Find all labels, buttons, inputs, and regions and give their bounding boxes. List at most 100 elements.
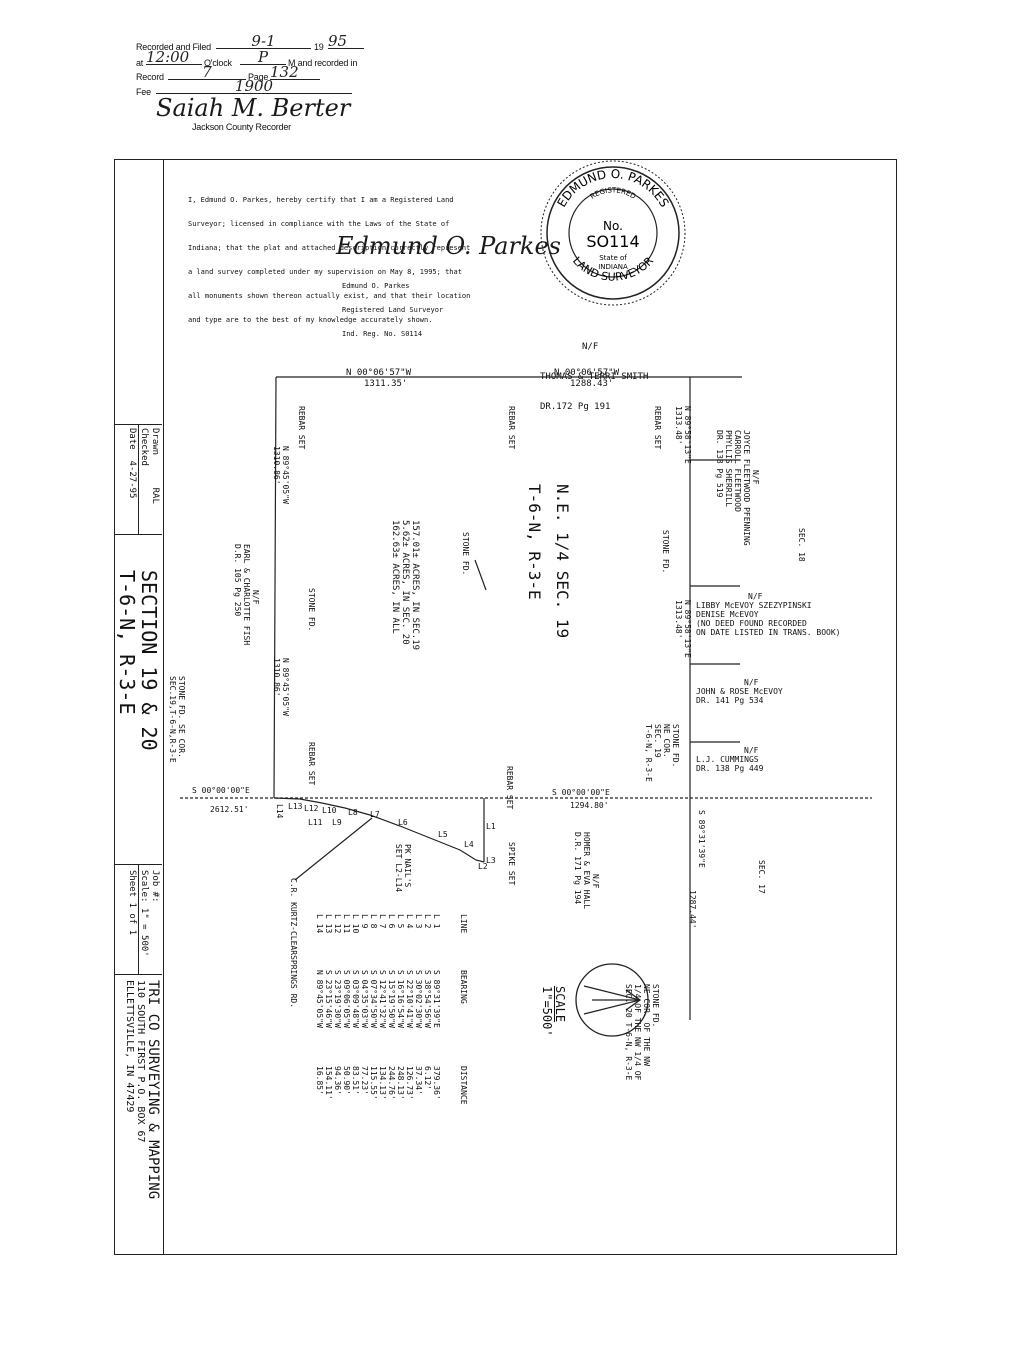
line-table-row: L 10 S 03°09'48"W 83.51': [351, 914, 360, 1122]
recording-stamp: Recorded and Filed 9-1 19 95 at 12:00 O'…: [136, 32, 376, 134]
line-distance: 94.36': [333, 1066, 342, 1095]
surveyor-certificate: I, Edmund O. Parkes, hereby certify that…: [188, 196, 471, 324]
fee-label: Fee: [136, 87, 151, 97]
line-table-row: L 12 S 23°19'30"W 94.36': [333, 914, 342, 1122]
title-divider-4: [114, 974, 162, 975]
line-bearing: N 89°45'05"W: [315, 970, 324, 1028]
fee-value: 1900: [156, 77, 352, 95]
sec-17-label: SEC. 17: [757, 860, 766, 894]
line-distance: 115.55': [369, 1066, 378, 1100]
line-bearing: S 12°41'32"W: [378, 970, 387, 1028]
record-number: 7: [168, 63, 246, 81]
line-distance: 126.73': [405, 1066, 414, 1100]
line-id: L 9: [360, 914, 369, 929]
line-bearing: S 89°31'39"E: [432, 970, 441, 1028]
label-l11: L11: [308, 818, 323, 827]
title-divider-2: [114, 534, 162, 535]
line-id: L 8: [369, 914, 378, 929]
line-table-row: L 9 S 04°35'03"W 77.23': [360, 914, 369, 1122]
label-l2: L2: [478, 862, 488, 871]
south-dist-left: 2612.51': [210, 805, 249, 814]
line-id: L 7: [378, 914, 387, 929]
line-table-row: L 3 S 30°02'30"W 37.34': [414, 914, 423, 1122]
road-leader: [294, 817, 373, 881]
label-l6: L6: [398, 818, 408, 827]
line-id: L 2: [423, 914, 432, 929]
label-l12: L12: [304, 804, 319, 813]
line-table-row: L 14N 89°45'05"W16.85': [315, 914, 324, 1122]
recorded-label: Recorded and Filed: [136, 42, 211, 52]
recorded-year: 95: [328, 32, 364, 50]
line-table-row: L 8 S 07°34'50"W 115.55': [369, 914, 378, 1122]
south-call-left: S 00°00'00"E: [192, 786, 250, 795]
seal-number: SO114: [586, 232, 639, 251]
line-distance: 6.12': [423, 1066, 432, 1091]
line-distance: 83.51': [351, 1066, 360, 1095]
line-distance: 154.11': [324, 1066, 333, 1100]
stone-leader: [474, 559, 487, 591]
label-l9: L9: [332, 818, 342, 827]
north-arrow-icon: [575, 963, 649, 1037]
recorder-title: Jackson County Recorder: [192, 122, 291, 132]
line-bearing: S 30°02'30"W: [414, 970, 423, 1028]
line-table-row: L 4S 22°10'41"W126.73': [405, 914, 414, 1122]
line-bearing: S 16°16'54"W: [396, 970, 405, 1028]
line-distance: 77.23': [360, 1066, 369, 1095]
recorder-signature: Saiah M. Berter: [156, 94, 351, 122]
line-id: L 13: [324, 914, 333, 934]
line-table-row: L 13S 23°15'46"W154.11': [324, 914, 333, 1122]
line-table-row: L 5S 16°16'54"W248.13': [396, 914, 405, 1122]
stone-fd-east: STONE FD.: [661, 530, 670, 574]
line-bearing: S 07°34'50"W: [369, 970, 378, 1028]
label-l1: L1: [486, 822, 496, 831]
line-bearing: S 09°06'05"W: [342, 970, 351, 1028]
line-table: LINEBEARINGDISTANCE L 1S 89°31'39"E379.3…: [306, 914, 486, 1122]
line-table-row: L 11S 09°06'05"W50.90': [342, 914, 351, 1122]
rebar-ne: REBAR SET: [653, 406, 662, 450]
line-id: L 6: [387, 914, 396, 929]
line-bearing: S 03°09'48"W: [351, 970, 360, 1028]
line-distance: 50.90': [342, 1066, 351, 1095]
line-id: L 12: [333, 914, 342, 934]
line-bearing: S 38°54'56"W: [423, 970, 432, 1028]
stone-fd-west: STONE FD.: [307, 588, 316, 632]
surveyor-seal: EDMUND O. PARKES LAND SURVEYOR REGISTERE…: [540, 160, 686, 306]
line-table-row: L 1S 89°31'39"E379.36': [432, 914, 441, 1122]
line-id: L 3: [414, 914, 423, 929]
line-distance: 244.76': [387, 1066, 396, 1100]
north-call-right: N 00°06'57"W: [554, 368, 620, 378]
line-bearing: S 23°19'30"W: [333, 970, 342, 1028]
line-distance: 37.34': [414, 1066, 423, 1095]
line-id: L 10: [351, 914, 360, 934]
line-table-header: LINEBEARINGDISTANCE: [459, 914, 468, 1105]
sec-18-label: SEC. 18: [797, 528, 806, 562]
line-distance: 379.36': [432, 1066, 441, 1100]
line-table-row: L 6S 15°19'50"W244.76': [387, 914, 396, 1122]
line-id: L 5: [396, 914, 405, 929]
north-dist-left: 1311.35': [364, 379, 408, 389]
label-l10: L10: [322, 806, 337, 815]
road-traverse: [273, 797, 485, 863]
line-bearing: S 22°10'41"W: [405, 970, 414, 1028]
year-prefix: 19: [314, 42, 324, 52]
recorded-date: 9-1: [216, 32, 311, 50]
recorded-meridiem: P: [240, 48, 286, 66]
north-dist-right: 1288.43': [570, 379, 614, 389]
title-strip: [114, 159, 164, 1255]
line-bearing: S 04°35'03"W: [360, 970, 369, 1028]
